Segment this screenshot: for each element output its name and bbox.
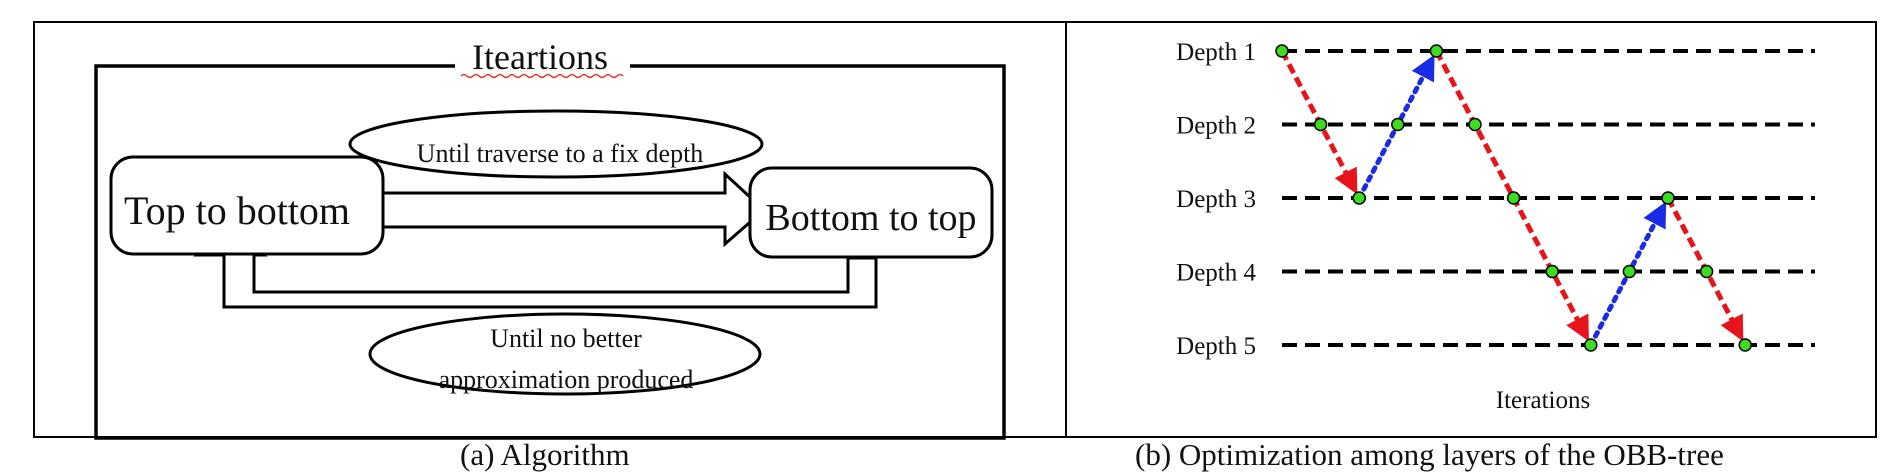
- bottom-to-top-box: [748, 166, 994, 259]
- depth-label-2: Depth 2: [1176, 113, 1256, 140]
- spellcheck-underline: [460, 73, 624, 79]
- path-nodes: [1275, 44, 1752, 352]
- path-node-11: [1699, 264, 1714, 279]
- depth-labels: Depth 1 Depth 2 Depth 3 Depth 4 Depth 5: [1176, 39, 1256, 360]
- path-node-6: [1506, 191, 1521, 205]
- top-to-bottom-box: [109, 155, 385, 256]
- forward-arrow: [381, 170, 767, 248]
- caption-b: (b) Optimization among layers of the OBB…: [1135, 437, 1724, 472]
- bottom-to-top-label: Bottom to top: [765, 197, 976, 239]
- path-node-10: [1661, 191, 1675, 205]
- path-node-2: [1352, 191, 1366, 205]
- depth-label-5: Depth 5: [1176, 333, 1256, 360]
- path-node-0: [1275, 44, 1289, 58]
- path-node-3: [1391, 117, 1405, 132]
- top-to-bottom-label: Top to bottom: [124, 188, 350, 233]
- path-node-9: [1622, 264, 1637, 279]
- caption-a: (a) Algorithm: [460, 437, 630, 472]
- panel-b-obb-tree: Depth 1 Depth 2 Depth 3 Depth 4 Depth 5 Iter…: [1176, 39, 1815, 414]
- condition-ellipse-bottom: [368, 312, 762, 396]
- algorithm-title: Iteartions: [472, 37, 608, 77]
- depth-label-1: Depth 1: [1176, 39, 1256, 66]
- iterations-axis-label: Iterations: [1496, 387, 1590, 414]
- condition-bottom-line1: Until no better: [490, 324, 642, 353]
- condition-bottom-line2: approximation produced: [439, 365, 694, 394]
- path-node-7: [1545, 264, 1559, 279]
- condition-ellipse-top: [348, 109, 764, 179]
- title-mask: [455, 38, 630, 74]
- path-node-8: [1584, 338, 1598, 352]
- path-node-1: [1313, 117, 1328, 132]
- path-node-12: [1738, 338, 1752, 352]
- depth-label-4: Depth 4: [1176, 260, 1256, 287]
- condition-top-text: Until traverse to a fix depth: [417, 139, 704, 168]
- depth-label-3: Depth 3: [1176, 186, 1256, 213]
- path-node-4: [1429, 44, 1444, 58]
- panel-a-algorithm: Iteartions Top to bottom Bottom to top U…: [94, 37, 1006, 440]
- path-node-5: [1468, 117, 1482, 132]
- descend-arrow-2: [1434, 49, 1589, 342]
